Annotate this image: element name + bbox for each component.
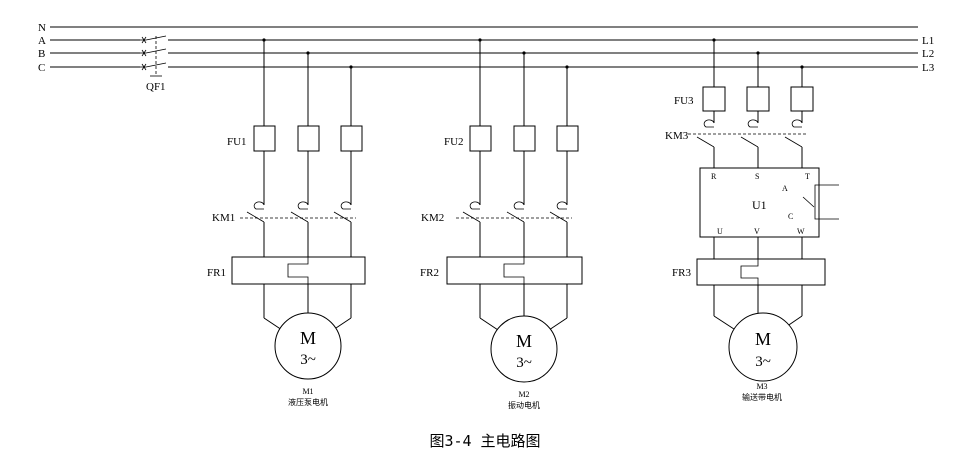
circuit-2	[446, 38, 583, 383]
bus-label-l1: L1	[922, 35, 934, 47]
contactor-label-1: KM1	[212, 212, 235, 224]
motor-m2	[490, 315, 558, 383]
fuse-3c	[790, 86, 814, 112]
inverter-in-s: S	[755, 172, 759, 181]
bus-label-l2: L2	[922, 48, 934, 60]
motor-1-phase: 3~	[300, 352, 316, 368]
bus-label-a: A	[38, 35, 46, 47]
motor-1-id: M1	[302, 387, 313, 396]
motor-3-phase: 3~	[755, 354, 771, 370]
motor-1-m: M	[300, 328, 316, 348]
overload-fr3	[696, 258, 826, 286]
fuse-label-1: FU1	[227, 136, 247, 148]
overload-label-1: FR1	[207, 267, 226, 279]
motor-2-name: 振动电机	[508, 400, 540, 410]
breaker-qf1	[140, 35, 167, 77]
bus-label-l3: L3	[922, 62, 935, 74]
inverter-out-u: U	[717, 227, 723, 236]
overload-fr2	[446, 256, 583, 285]
contactor-label-3: KM3	[665, 130, 689, 142]
contactor-label-2: KM2	[421, 212, 444, 224]
inverter-u1	[699, 167, 820, 238]
fuse-2c	[556, 125, 579, 152]
fuse-3b	[746, 86, 770, 112]
motor-m1	[274, 312, 342, 380]
overload-label-2: FR2	[420, 267, 439, 279]
fuse-1a	[253, 125, 276, 152]
motor-3-m: M	[755, 329, 771, 349]
circuit-3	[688, 38, 839, 382]
breaker-label: QF1	[146, 81, 166, 93]
motor-3-name: 输送带电机	[742, 392, 782, 402]
inverter-in-t: T	[805, 172, 810, 181]
bus-label-c: C	[38, 62, 45, 74]
fuse-3a	[702, 86, 726, 112]
motor-2-id: M2	[518, 390, 529, 399]
bus-lines	[50, 26, 918, 68]
inverter-out-v: V	[754, 227, 760, 236]
bus-label-b: B	[38, 48, 45, 60]
bus-label-n: N	[38, 22, 46, 34]
fuse-label-3: FU3	[674, 95, 694, 107]
inverter-ctrl-a: A	[782, 184, 788, 193]
inverter-in-r: R	[711, 172, 717, 181]
fuse-label-2: FU2	[444, 136, 464, 148]
inverter-label: U1	[752, 198, 767, 212]
fuse-1c	[340, 125, 363, 152]
fuse-2b	[513, 125, 536, 152]
overload-fr1	[231, 256, 366, 285]
fuse-1b	[297, 125, 320, 152]
motor-2-phase: 3~	[516, 355, 532, 371]
motor-1-name: 液压泵电机	[288, 397, 328, 407]
motor-m3	[728, 312, 798, 382]
motor-2-m: M	[516, 331, 532, 351]
overload-label-3: FR3	[672, 267, 691, 279]
figure-caption: 图3-4 主电路图	[429, 432, 540, 450]
fuse-2a	[469, 125, 492, 152]
inverter-out-w: W	[797, 227, 805, 236]
circuit-1	[231, 38, 366, 380]
motor-3-id: M3	[756, 382, 767, 391]
inverter-ctrl-c: C	[788, 212, 793, 221]
